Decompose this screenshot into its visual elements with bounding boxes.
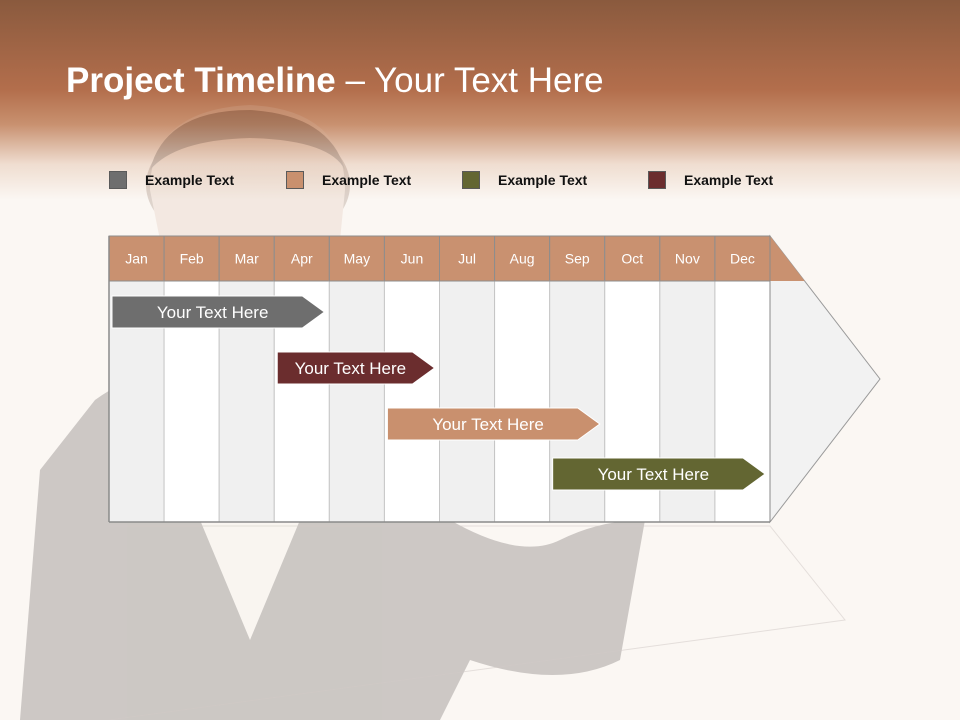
month-header-feb [163, 235, 220, 282]
month-label-mar: Mar [235, 251, 259, 267]
month-label-jan: Jan [125, 251, 148, 267]
legend-swatch-1 [109, 171, 127, 189]
month-header-nov [659, 235, 716, 282]
month-header-may [328, 235, 385, 282]
month-label-aug: Aug [510, 251, 535, 267]
legend-item-3: Example Text [462, 170, 587, 190]
task-bar-1 [111, 295, 326, 329]
legend-swatch-2 [286, 171, 304, 189]
page-title: Project Timeline – Your Text Here [66, 58, 604, 104]
legend-label-1: Example Text [145, 172, 235, 188]
task-bar-label-2: Your Text Here [295, 359, 407, 378]
month-header-apr [273, 235, 330, 282]
month-column-may [328, 280, 385, 523]
task-bar-label-4: Your Text Here [598, 465, 710, 484]
legend-label-2: Example Text [322, 172, 412, 188]
month-header-sep [549, 235, 606, 282]
legend-item-4: Example Text [648, 170, 773, 190]
task-bar-3 [386, 407, 601, 441]
month-column-jun [383, 280, 440, 523]
task-bar-4 [552, 457, 766, 491]
month-header-mar [218, 235, 275, 282]
month-header-aug [494, 235, 551, 282]
task-bar-2 [276, 351, 436, 385]
month-label-dec: Dec [730, 251, 755, 267]
task-bar-label-1: Your Text Here [157, 303, 269, 322]
legend-swatch-4 [648, 171, 666, 189]
month-label-apr: Apr [291, 251, 313, 267]
legend-swatch-3 [462, 171, 480, 189]
month-header-dec [714, 235, 771, 282]
month-label-jun: Jun [401, 251, 424, 267]
title-bold: Project Timeline [66, 61, 336, 100]
month-label-jul: Jul [458, 251, 476, 267]
legend-item-2: Example Text [286, 170, 411, 190]
timeline-reflection [108, 525, 846, 720]
title-band [0, 0, 960, 200]
month-label-may: May [344, 251, 370, 267]
month-column-jul [439, 280, 496, 523]
legend: Example Text Example Text Example Text E… [0, 0, 960, 200]
month-label-nov: Nov [675, 251, 700, 267]
month-header-oct [604, 235, 661, 282]
month-header-jul [439, 235, 496, 282]
month-label-sep: Sep [565, 251, 590, 267]
title-rest: – Your Text Here [335, 61, 604, 100]
timeline-arrow-header [770, 236, 805, 281]
month-column-aug [494, 280, 551, 523]
month-label-oct: Oct [621, 251, 643, 267]
month-header-jun [383, 235, 440, 282]
month-label-feb: Feb [180, 251, 204, 267]
legend-label-4: Example Text [684, 172, 774, 188]
task-bar-label-3: Your Text Here [432, 415, 544, 434]
legend-item-1: Example Text [109, 170, 234, 190]
legend-label-3: Example Text [498, 172, 588, 188]
